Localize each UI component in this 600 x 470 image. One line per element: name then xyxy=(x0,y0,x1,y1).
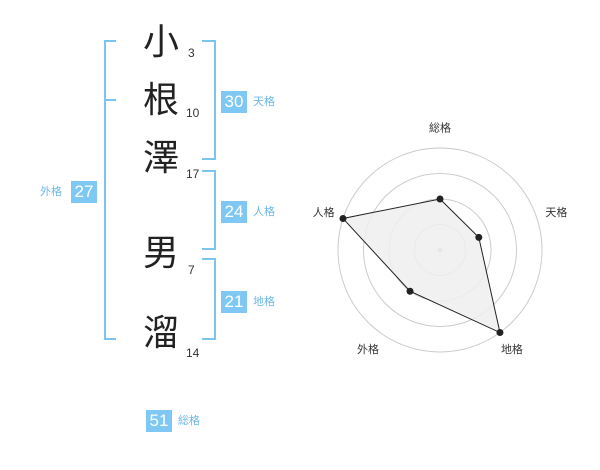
radar-axis-label-2: 天格 xyxy=(545,205,567,219)
stroke-count-4: 7 xyxy=(188,263,195,277)
radar-axis-label-3: 地格 xyxy=(501,342,523,356)
radar-point-5 xyxy=(339,214,347,222)
stroke-count-3: 17 xyxy=(186,167,200,181)
radar-grid-ring xyxy=(337,147,543,353)
jinkaku-value: 24 xyxy=(221,201,247,223)
chikaku-bracket xyxy=(202,258,216,340)
stroke-count-2: 10 xyxy=(186,106,200,120)
radar-point-4 xyxy=(406,287,414,295)
radar-point-1 xyxy=(436,195,444,203)
name-char-5: 溜 xyxy=(143,313,180,354)
name-char-2: 根 xyxy=(143,80,180,121)
radar-point-3 xyxy=(496,329,504,337)
tenkaku-value: 30 xyxy=(221,91,247,113)
gaikaku-bracket xyxy=(104,40,116,340)
name-char-1: 小 xyxy=(143,22,180,63)
stroke-count-1: 3 xyxy=(188,46,195,60)
stroke-count-5: 14 xyxy=(186,346,200,360)
radar-point-2 xyxy=(475,233,483,241)
tenkaku-label: 天格 xyxy=(253,95,275,108)
radar-polygon xyxy=(342,198,501,334)
tenkaku-bracket xyxy=(202,40,216,160)
name-char-3: 澤 xyxy=(143,138,180,179)
radar-axis-label-1: 総格 xyxy=(429,121,451,135)
name-char-4: 男 xyxy=(143,233,180,274)
gaikaku-label: 外格 xyxy=(40,185,62,198)
chikaku-label: 地格 xyxy=(253,295,275,308)
radar-grid-ring xyxy=(363,173,517,327)
gaikaku-value: 27 xyxy=(71,181,97,203)
soukaku-value: 51 xyxy=(146,410,172,432)
radar-axis-label-4: 外格 xyxy=(357,342,379,356)
radar-axis-label-5: 人格 xyxy=(313,205,335,219)
gaikaku-bracket-tick xyxy=(104,99,116,101)
chikaku-value: 21 xyxy=(221,291,247,313)
jinkaku-label: 人格 xyxy=(253,205,275,218)
jinkaku-bracket xyxy=(202,170,216,250)
soukaku-label: 総格 xyxy=(178,414,200,427)
